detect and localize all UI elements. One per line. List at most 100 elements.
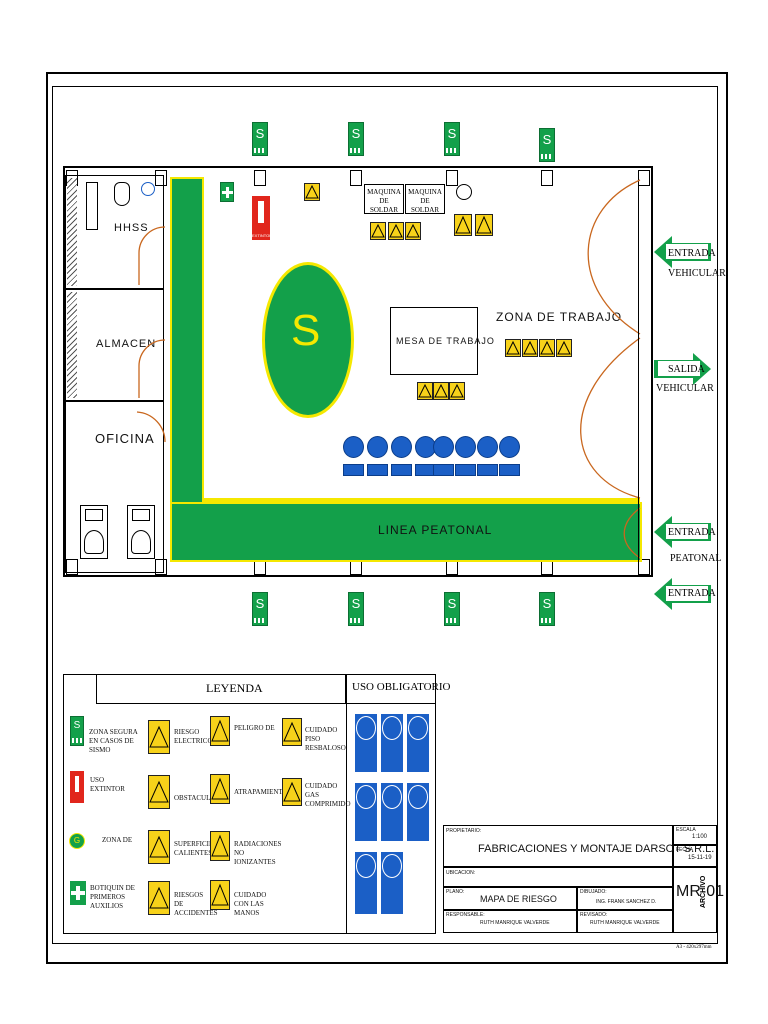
mandatory-vest-icon	[477, 436, 498, 458]
welding-machine-1: MAQUINA DE SOLDAR	[364, 184, 404, 214]
safe-zone-sign-bottom-2: S	[348, 592, 364, 626]
sink-icon	[141, 182, 155, 196]
warning-sign-icon	[433, 382, 449, 400]
mandatory-tag	[477, 464, 498, 476]
warning-sign-icon	[522, 339, 538, 357]
mandatory-tag	[343, 464, 364, 476]
safe-zone-sign-top-4: S	[539, 128, 555, 162]
archive-label: ARCHIVO	[700, 875, 707, 908]
legend-entrapment-icon	[210, 774, 230, 804]
safe-zone-sign-top-1: S	[252, 122, 268, 156]
drawing-code: MR-01	[676, 883, 725, 900]
wall-hatch	[67, 292, 77, 398]
mandatory-helmet-sign	[355, 714, 377, 772]
legend-safe-zone-text: ZONA SEGURA EN CASOS DE SISMO	[89, 728, 138, 754]
uso-header	[346, 674, 436, 704]
pedestrian-lane-label: LINEA PEATONAL	[378, 523, 493, 537]
warning-sign-icon	[417, 382, 433, 400]
safe-zone-sign-top-3: S	[444, 122, 460, 156]
column-marker	[350, 170, 362, 186]
legend-electric-text: RIESGO ELECTRICO	[174, 728, 213, 745]
wall-hatch	[67, 178, 77, 286]
warning-gas-icon	[454, 214, 472, 236]
plan-cell	[443, 887, 577, 910]
legend-hands-text: CUIDADO CON LAS MANOS	[234, 891, 267, 917]
entrance-arrow-icon	[654, 578, 711, 610]
owner-label: PROPIETARIO:	[446, 828, 482, 834]
legend-header	[96, 674, 346, 704]
legend-hot-surface-icon	[148, 830, 170, 864]
welding-machine-2: MAQUINA DE SOLDAR	[405, 184, 445, 214]
mandatory-tag	[499, 464, 520, 476]
mandatory-goggles-icon	[455, 436, 476, 458]
drawn-label: DIBUJADO:	[580, 889, 607, 895]
column-marker	[254, 170, 266, 186]
legend-gas-icon	[282, 778, 302, 806]
work-table-label: MESA DE TRABAJO	[396, 336, 495, 346]
mandatory-ear-sign	[381, 714, 403, 772]
legend-accident-text: RIESGOS DE ACCIDENTES	[174, 891, 218, 917]
legend-obstacle-text: OBSTACULO	[174, 794, 216, 802]
legend-entrapment-text: ATRAPAMIENTO	[234, 788, 288, 796]
door-swing-icon	[138, 339, 166, 398]
legend-electric-icon	[148, 720, 170, 754]
code-cell	[673, 867, 717, 933]
vehicular-label: VEHICULAR	[668, 268, 726, 279]
mandatory-tag	[367, 464, 388, 476]
scale-label: ESCALA	[676, 827, 696, 833]
work-table	[390, 307, 478, 375]
drawn-cell	[577, 887, 673, 910]
column-marker	[155, 559, 167, 575]
exit-label: SALIDA	[668, 364, 705, 375]
gate-line	[638, 184, 643, 562]
warning-sign-icon	[539, 339, 555, 357]
title-block-owner	[443, 825, 673, 867]
safe-zone-letter: S	[291, 306, 321, 355]
extinguisher-icon: EXTINTOR	[252, 196, 272, 240]
date-cell	[673, 845, 717, 867]
room-oficina	[65, 401, 164, 573]
sheet-size: A3 - 420x297mm	[676, 945, 712, 950]
legend-title: LEYENDA	[206, 681, 263, 695]
safe-zone-sign-bottom-3: S	[444, 592, 460, 626]
legend-radiation-icon	[210, 831, 230, 861]
safe-zone-sign-bottom-1: S	[252, 592, 268, 626]
vehicular-label: VEHICULAR	[656, 383, 714, 394]
safe-zone-sign-bottom-4: S	[539, 592, 555, 626]
warning-sign-icon	[405, 222, 421, 240]
legend-hot-surface-text: SUPERFICIES CALIENTES	[174, 840, 218, 857]
room-hhss	[65, 175, 164, 289]
location-cell	[443, 867, 673, 887]
owner-name: FABRICACIONES Y MONTAJE DARSOT S.R.L.	[478, 843, 715, 855]
column-marker	[638, 559, 650, 575]
plan-name: MAPA DE RIESGO	[480, 894, 557, 904]
column-marker	[155, 170, 167, 186]
column-marker	[638, 170, 650, 186]
exit-arrow-icon	[654, 353, 711, 385]
mandatory-tag	[433, 464, 454, 476]
entrance-label: ENTRADA	[668, 588, 716, 599]
mandatory-harness-icon	[499, 436, 520, 458]
work-zone-label: ZONA DE TRABAJO	[496, 310, 623, 324]
pedestrian-lane-vertical	[170, 177, 204, 562]
legend-divider	[346, 704, 347, 934]
door-swing-icon	[136, 411, 166, 443]
vehicle-gate-swing	[580, 179, 641, 559]
legend-slippery-icon	[282, 718, 302, 746]
sheet-outer-frame	[46, 72, 728, 964]
desk-icon	[80, 505, 108, 559]
sheet-inner-frame	[52, 86, 718, 944]
pedestrian-label: PEATONAL	[670, 553, 722, 564]
plan-label: PLANO:	[446, 889, 465, 895]
scale-cell	[673, 825, 717, 845]
partition	[86, 182, 98, 230]
room-label-hhss: HHSS	[114, 222, 149, 234]
warning-sign-icon	[505, 339, 521, 357]
mandatory-mask-sign	[355, 783, 377, 841]
room-label-almacen: ALMACEN	[96, 338, 157, 350]
legend-extinguisher-icon	[70, 771, 84, 803]
safe-zone-circle	[262, 262, 354, 418]
mandatory-vest-sign	[355, 852, 377, 914]
warning-sign-icon	[475, 214, 493, 236]
warning-sign-icon	[556, 339, 572, 357]
